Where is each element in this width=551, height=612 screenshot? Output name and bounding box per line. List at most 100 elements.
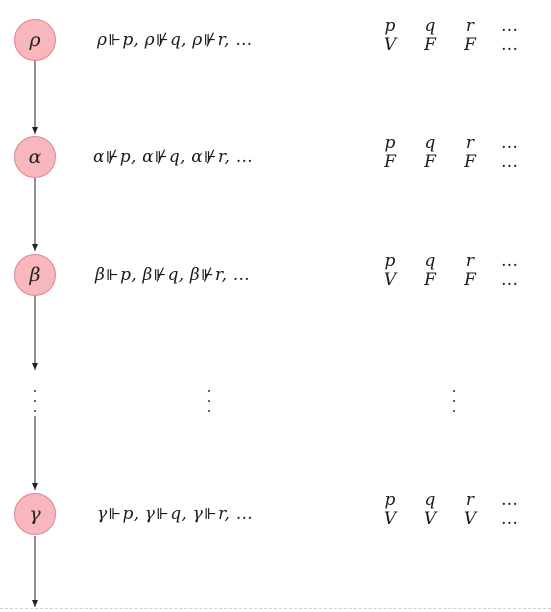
not-forces-symbol: ⊮ [154, 148, 168, 166]
world-label: γ [29, 503, 41, 525]
forces-symbol: ⊩ [108, 31, 122, 49]
val-ellipsis: … [501, 152, 519, 172]
formula-world: α [142, 147, 154, 167]
formula-variable: q [169, 30, 182, 50]
forces-symbol: ⊩ [203, 505, 218, 523]
formula-world: α [191, 147, 203, 167]
formula-ellipsis: , … [224, 504, 253, 524]
var-ellipsis: … [501, 133, 519, 153]
formula-variable: r [218, 147, 225, 167]
formula-separator: , [131, 265, 143, 285]
valuation-values-row: V F F … [370, 271, 530, 290]
forces-symbol: ⊩ [156, 505, 170, 523]
val-q: F [424, 152, 436, 172]
formula-variable: p [122, 30, 134, 50]
valuation-table-beta: p q r … V F F … [370, 252, 530, 290]
bottom-divider [0, 608, 551, 609]
formula-variable: p [120, 265, 132, 285]
var-p: p [384, 133, 396, 153]
not-forces-symbol: ⊮ [105, 148, 119, 166]
val-r: F [464, 270, 476, 290]
forces-symbol: ⊩ [106, 266, 120, 284]
vertical-ellipsis-formulas [204, 390, 214, 412]
world-node-rho: ρ [14, 19, 56, 61]
val-ellipsis: … [501, 509, 519, 529]
formula-ellipsis: , … [224, 30, 253, 50]
world-label: ρ [29, 29, 41, 51]
valuation-values-row: F F F … [370, 153, 530, 172]
var-p: p [384, 490, 396, 510]
formula-world: γ [192, 504, 203, 524]
formula-separator: , [130, 147, 143, 167]
formula-world: β [142, 265, 153, 285]
formula-separator: , [178, 265, 190, 285]
var-r: r [465, 490, 475, 510]
formula-variable: q [170, 504, 182, 524]
formula-variable: r [217, 30, 225, 50]
forcing-formula-rho: ρ⊩p, ρ⊮q, ρ⊮r, … [97, 30, 252, 50]
val-ellipsis: … [501, 35, 519, 55]
val-r: F [464, 152, 476, 172]
var-r: r [465, 251, 475, 271]
var-q: q [424, 490, 436, 510]
val-p: F [384, 152, 396, 172]
val-r: V [463, 509, 477, 529]
formula-separator: , [133, 504, 145, 524]
formula-variable: r [215, 265, 222, 285]
forcing-formula-gamma: γ⊩p, γ⊩q, γ⊩r, … [97, 504, 253, 524]
formula-separator: , [181, 30, 193, 50]
valuation-vars-row: p q r … [370, 17, 530, 36]
not-forces-symbol: ⊮ [203, 31, 217, 49]
formula-separator: , [133, 30, 145, 50]
formula-variable: q [167, 265, 179, 285]
valuation-values-row: V V V … [370, 510, 530, 529]
val-q: F [424, 35, 436, 55]
not-forces-symbol: ⊮ [200, 266, 215, 284]
valuation-table-alpha: p q r … F F F … [370, 134, 530, 172]
world-label: α [28, 146, 42, 168]
val-p: V [383, 509, 397, 529]
formula-separator: , [180, 147, 192, 167]
val-ellipsis: … [501, 270, 519, 290]
formula-ellipsis: , … [221, 265, 250, 285]
forcing-formula-beta: β⊩p, β⊮q, β⊮r, … [95, 265, 250, 285]
var-p: p [384, 251, 396, 271]
var-ellipsis: … [501, 251, 519, 271]
world-node-beta: β [14, 254, 56, 296]
formula-variable: p [119, 147, 131, 167]
var-q: q [424, 251, 436, 271]
var-ellipsis: … [501, 16, 519, 36]
formula-world: β [95, 265, 106, 285]
world-node-gamma: γ [14, 493, 56, 535]
formula-ellipsis: , … [224, 147, 253, 167]
not-forces-symbol: ⊮ [155, 31, 169, 49]
valuation-values-row: V F F … [370, 36, 530, 55]
formula-world: ρ [192, 30, 203, 50]
formula-separator: , [181, 504, 193, 524]
forcing-formula-alpha: α⊮p, α⊮q, α⊮r, … [93, 147, 253, 167]
formula-variable: p [122, 504, 134, 524]
not-forces-symbol: ⊮ [153, 266, 167, 284]
var-ellipsis: … [501, 490, 519, 510]
formula-variable: r [218, 504, 225, 524]
vertical-ellipsis-nodes [30, 390, 40, 412]
formula-world: γ [144, 504, 156, 524]
forces-symbol: ⊩ [108, 505, 122, 523]
valuation-vars-row: p q r … [370, 252, 530, 271]
formula-variable: q [168, 147, 180, 167]
formula-world: γ [97, 504, 108, 524]
var-q: q [424, 133, 436, 153]
val-q: F [424, 270, 436, 290]
not-forces-symbol: ⊮ [203, 148, 218, 166]
world-label: β [29, 264, 41, 286]
vertical-ellipsis-tables [449, 390, 459, 412]
val-p: V [383, 270, 397, 290]
formula-world: β [189, 265, 200, 285]
formula-world: ρ [144, 30, 155, 50]
var-q: q [424, 16, 436, 36]
valuation-vars-row: p q r … [370, 134, 530, 153]
valuation-vars-row: p q r … [370, 491, 530, 510]
val-r: F [464, 35, 476, 55]
